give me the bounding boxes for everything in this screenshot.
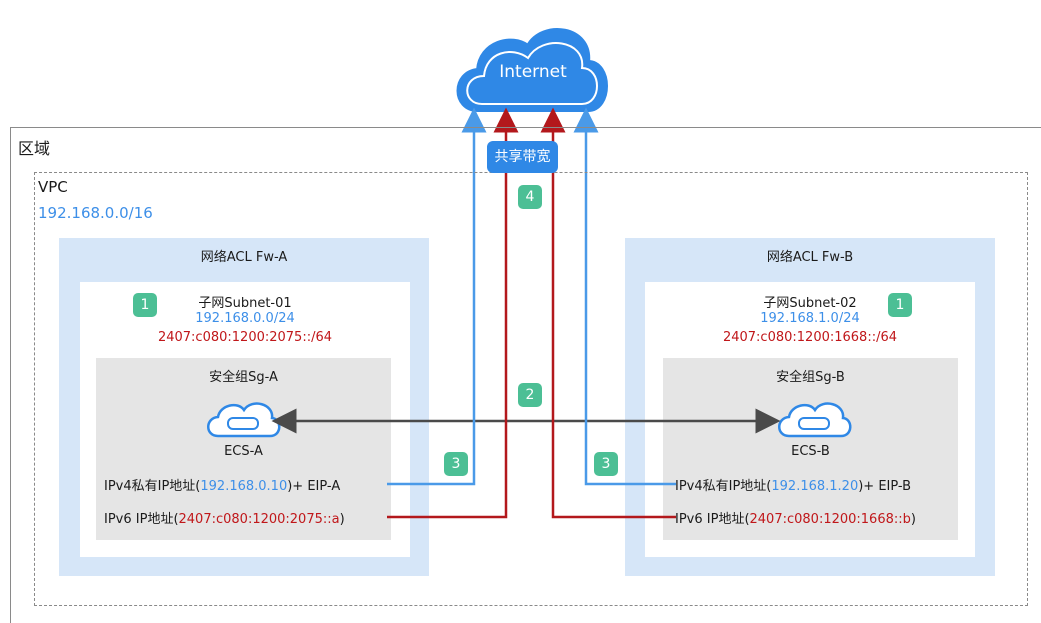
region-container <box>10 127 1041 623</box>
ecs-a-ipv6: IPv6 IP地址(2407:c080:1200:2075::a) <box>104 508 345 527</box>
ipv4-suffix: )+ EIP-B <box>858 479 912 494</box>
internet-cloud-icon <box>456 28 608 112</box>
ipv6-b-link <box>540 107 676 519</box>
region-label: 区域 <box>18 139 51 158</box>
badge-subnet-b: 1 <box>888 293 912 317</box>
internet-label: Internet <box>499 62 567 82</box>
ipv6-a-link <box>387 107 519 519</box>
ipv4-address: 192.168.0.10 <box>200 479 288 494</box>
ecs-b-icon <box>778 402 852 438</box>
ecs-a-label: ECS-A <box>224 444 263 459</box>
subnet-01-name: 子网Subnet-01 <box>198 296 292 311</box>
subnet-01-ipv6: 2407:c080:1200:2075::/64 <box>157 330 333 345</box>
eip-a-link <box>387 107 487 486</box>
subnet-02-ipv4: 192.168.1.0/24 <box>760 311 860 326</box>
ipv6-address: 2407:c080:1200:1668::b <box>749 512 911 527</box>
ipv6-prefix: IPv6 IP地址( <box>104 512 179 527</box>
sg-b-label: 安全组Sg-B <box>776 370 845 385</box>
badge-eip-b: 3 <box>594 452 618 476</box>
sg-b <box>663 358 958 540</box>
eip-b-link <box>573 107 676 486</box>
acl-a-label: 网络ACL Fw-A <box>200 250 288 265</box>
ipv6-address: 2407:c080:1200:2075::a <box>178 512 340 527</box>
ipv4-prefix: IPv4私有IP地址( <box>104 479 201 494</box>
badge-bandwidth: 4 <box>518 185 542 209</box>
ipv4-suffix: )+ EIP-A <box>287 479 341 494</box>
badge-eip-a: 3 <box>444 452 468 476</box>
ecs-a-icon <box>207 402 281 438</box>
ecs-b-ipv4: IPv4私有IP地址(192.168.1.20)+ EIP-B <box>675 475 911 494</box>
acl-b-label: 网络ACL Fw-B <box>766 250 854 265</box>
badge-peer: 2 <box>518 383 542 407</box>
sg-a <box>96 358 391 540</box>
ipv6-suffix: ) <box>910 512 916 527</box>
subnet-02-ipv6: 2407:c080:1200:1668::/64 <box>722 330 898 345</box>
vpc-label: VPC <box>38 178 68 196</box>
vpc-cidr: 192.168.0.0/16 <box>38 204 153 222</box>
ecs-b-label: ECS-B <box>791 444 830 459</box>
ecs-b-ipv6: IPv6 IP地址(2407:c080:1200:1668::b) <box>675 508 916 527</box>
badge-subnet-a: 1 <box>133 293 157 317</box>
subnet-01-ipv4: 192.168.0.0/24 <box>195 311 295 326</box>
ipv6-suffix: ) <box>339 512 345 527</box>
ipv6-prefix: IPv6 IP地址( <box>675 512 750 527</box>
ipv4-address: 192.168.1.20 <box>771 479 859 494</box>
shared-bandwidth: 共享带宽 <box>487 141 558 173</box>
subnet-02-name: 子网Subnet-02 <box>763 296 857 311</box>
sg-a-label: 安全组Sg-A <box>209 370 278 385</box>
ecs-a-ipv4: IPv4私有IP地址(192.168.0.10)+ EIP-A <box>104 475 340 494</box>
ipv4-prefix: IPv4私有IP地址( <box>675 479 772 494</box>
